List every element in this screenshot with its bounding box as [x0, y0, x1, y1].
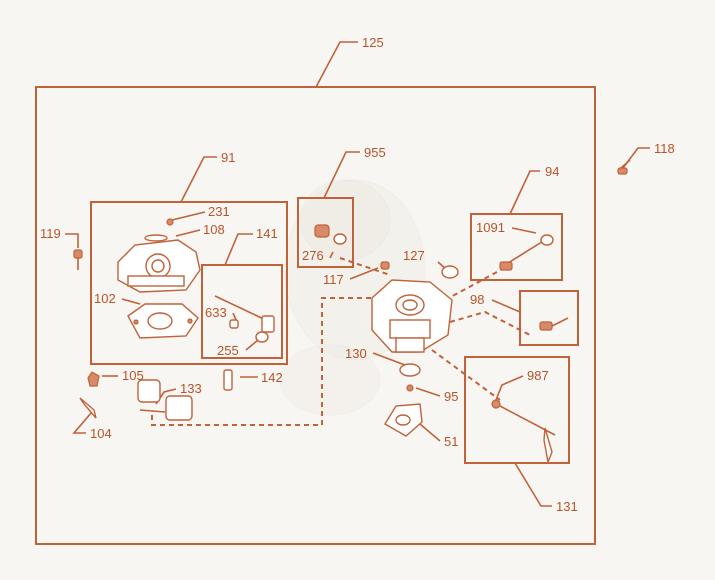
part-104-hook [79, 397, 97, 419]
callout-95[interactable]: 95 [444, 389, 458, 404]
callout-117[interactable]: 117 [323, 272, 344, 287]
callout-94[interactable]: 94 [545, 164, 559, 179]
subassembly-box-955 [297, 197, 354, 268]
part-955-jet [314, 224, 347, 245]
subassembly-box-91 [90, 201, 288, 365]
part-main-carburetor [371, 279, 453, 353]
callout-104[interactable]: 104 [90, 426, 112, 441]
part-number-labels: 125 118 91 955 94 231 108 141 119 1091 1… [40, 35, 675, 514]
callout-102[interactable]: 102 [94, 291, 116, 306]
callout-108[interactable]: 108 [203, 222, 225, 237]
dashed-connectors [151, 257, 531, 426]
subassembly-box-94 [470, 213, 563, 281]
subassembly-box-131 [464, 356, 570, 464]
callout-51[interactable]: 51 [444, 434, 458, 449]
part-117-nozzle [380, 261, 390, 270]
callout-105[interactable]: 105 [122, 368, 144, 383]
part-91-carburetor-body [117, 218, 201, 293]
callout-119[interactable]: 119 [40, 226, 61, 241]
callout-955[interactable]: 955 [364, 145, 386, 160]
part-987-nut [491, 399, 556, 465]
callout-131[interactable]: 131 [556, 499, 578, 514]
leader-lines [65, 41, 650, 507]
part-119-bolt [73, 249, 83, 270]
callout-98[interactable]: 98 [470, 292, 484, 307]
part-98-float-pin [539, 317, 569, 331]
part-102-gasket [127, 303, 199, 339]
part-142-pin [223, 369, 233, 391]
callout-125[interactable]: 125 [362, 35, 384, 50]
subassembly-box-141 [201, 264, 283, 359]
part-1091-screw [499, 234, 554, 271]
callout-276[interactable]: 276 [302, 248, 324, 263]
callout-91[interactable]: 91 [221, 150, 235, 165]
callout-130[interactable]: 130 [345, 346, 367, 361]
callout-133[interactable]: 133 [180, 381, 202, 396]
callout-141[interactable]: 141 [256, 226, 278, 241]
part-130-oring [399, 363, 421, 377]
part-95-washer [406, 384, 414, 392]
part-118-screw [617, 159, 631, 175]
callout-231[interactable]: 231 [208, 204, 230, 219]
assembly-frame [35, 86, 596, 545]
callout-1091[interactable]: 1091 [476, 220, 505, 235]
part-127-ring [441, 265, 459, 279]
callout-255[interactable]: 255 [217, 343, 239, 358]
callout-127[interactable]: 127 [403, 248, 425, 263]
subassembly-box-98 [519, 290, 579, 346]
part-141-idle-screw [214, 295, 275, 343]
part-105-clip [87, 371, 100, 387]
callout-142[interactable]: 142 [261, 370, 283, 385]
callout-987[interactable]: 987 [527, 368, 549, 383]
part-51-gasket [384, 403, 423, 437]
callout-118[interactable]: 118 [654, 141, 675, 156]
callout-633[interactable]: 633 [205, 305, 227, 320]
part-133-choke-assembly [137, 379, 193, 421]
